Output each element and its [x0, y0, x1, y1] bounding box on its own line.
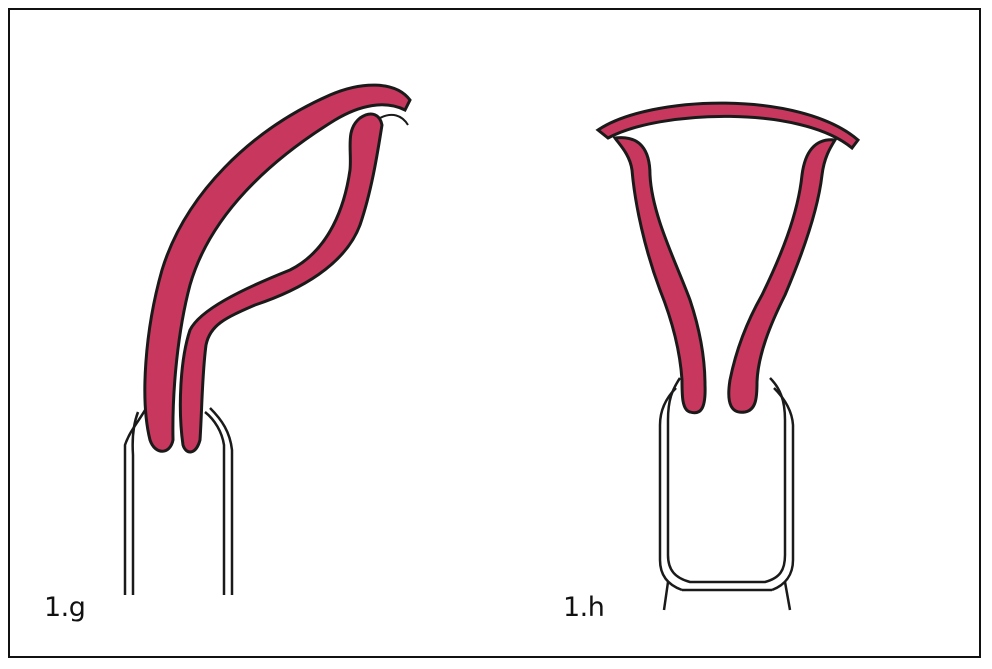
figure-label-1h: 1.h — [563, 592, 604, 623]
diagram-1g — [125, 85, 410, 595]
vagina-outline-1h — [660, 378, 793, 610]
fundus-tip-1g — [380, 115, 408, 125]
vagina-outline-1g — [125, 405, 232, 595]
figure-label-1g: 1.g — [44, 592, 85, 623]
left-wall-1h — [615, 138, 705, 413]
anterior-wall-1g — [180, 114, 382, 452]
diagram-1h — [598, 103, 858, 610]
right-wall-1h — [729, 140, 835, 412]
